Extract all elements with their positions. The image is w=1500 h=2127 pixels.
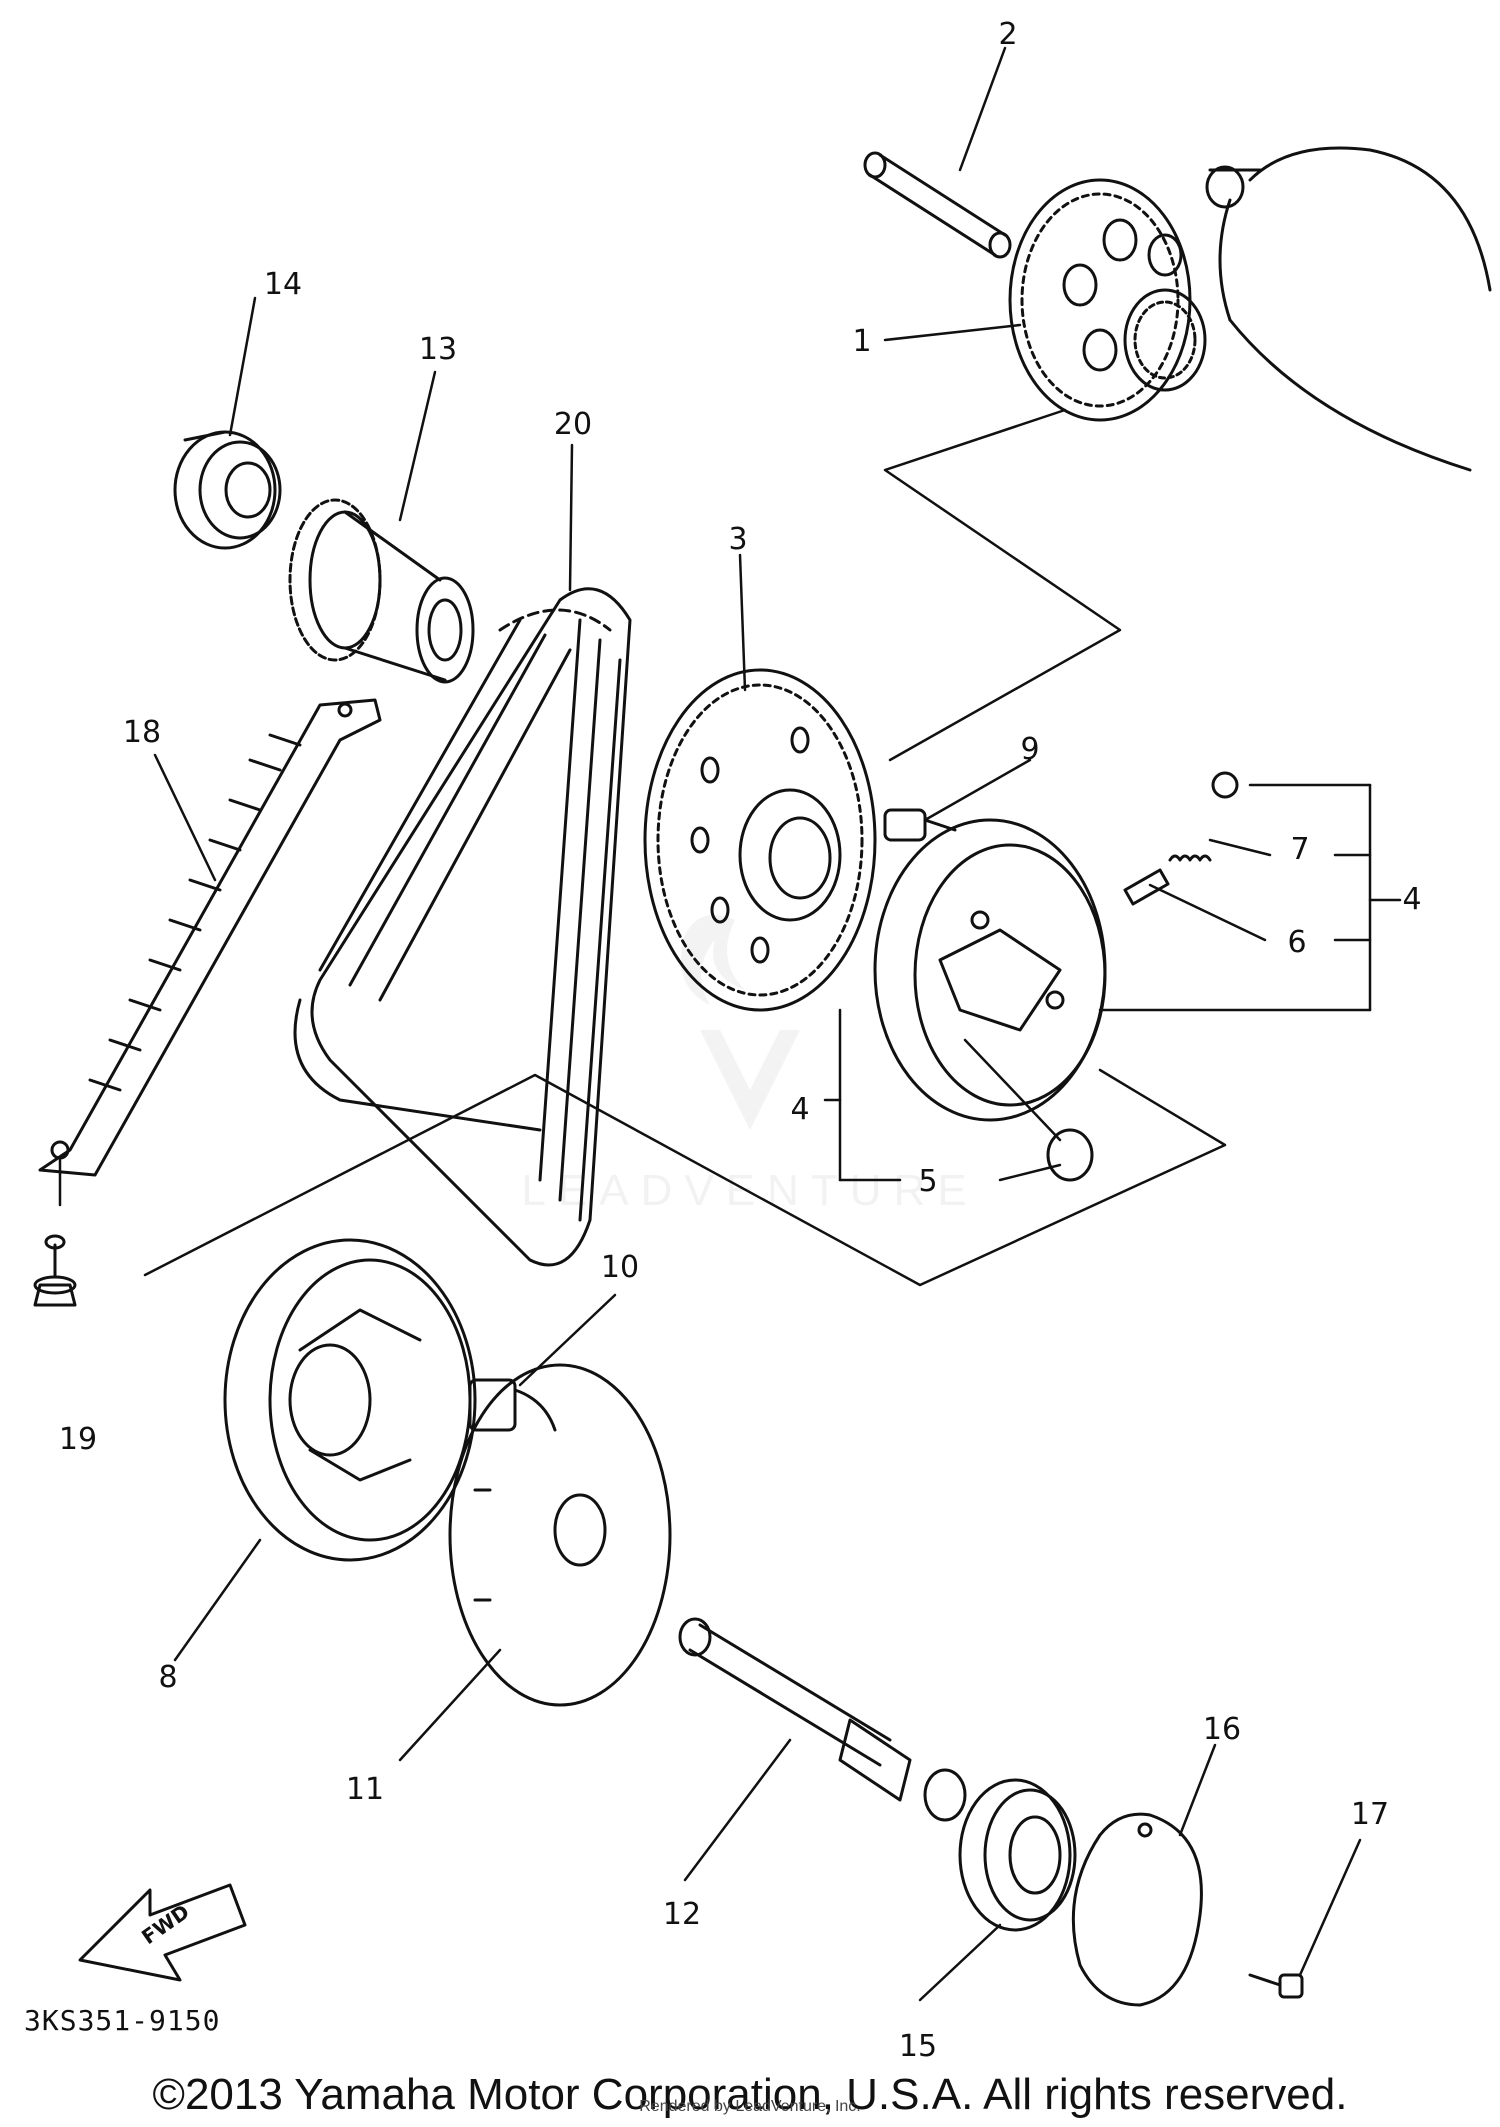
leader-lines: [58, 46, 1402, 2002]
callout-6: 6: [1287, 925, 1307, 960]
callout-4-lower: 4: [790, 1092, 810, 1127]
retaining-plate-part-16: [1071, 1812, 1203, 2007]
callout-16: 16: [1202, 1712, 1242, 1747]
drive-chain-part-20: [293, 587, 632, 1267]
callout-19: 19: [58, 1422, 98, 1457]
diagram-part-code: 3KS351-9150: [24, 2004, 221, 2037]
bearing-part-15: [958, 1778, 1077, 1932]
bolt-part-19: [33, 1234, 77, 1307]
bolt-part-9: [883, 808, 957, 842]
callout-9: 9: [1020, 732, 1040, 767]
callout-1: 1: [852, 324, 872, 359]
callout-3: 3: [728, 522, 748, 557]
idler-gear-part-1: [1008, 178, 1207, 422]
callout-15: 15: [898, 2029, 938, 2064]
plate-part-11: [448, 1363, 672, 1707]
callout-13: 12: [662, 1897, 702, 1932]
plunger-part-6: [1123, 868, 1170, 906]
callout-7: 7: [1290, 832, 1310, 867]
callout-4-upper: 4: [1402, 882, 1422, 917]
callout-14: 14: [263, 267, 303, 302]
callout-8: 8: [158, 1660, 178, 1695]
shaft-pin-part-2: [863, 151, 1012, 259]
leadventure-watermark: LEADVENTURE: [521, 915, 978, 1215]
roller-part-5: [1046, 1128, 1094, 1182]
screw-part-17: [1248, 1973, 1304, 1999]
rendered-by-note: Rendered by LeadVenture, Inc.: [639, 2098, 861, 2115]
bearing-part-14: [173, 430, 282, 550]
callout-10: 10: [600, 1250, 640, 1285]
watermark-text: LEADVENTURE: [521, 1166, 978, 1215]
starter-shaft-part-13: [678, 1617, 967, 1822]
clutch-outer-part-8: [223, 1238, 477, 1562]
callout-18: 18: [122, 715, 162, 750]
callout-5: 5: [918, 1164, 938, 1199]
clutch-roller-part-10: [468, 1378, 557, 1432]
starter-clutch-part-4: [873, 818, 1107, 1122]
callout-20: 20: [553, 407, 593, 442]
chain-guide-part-18: [38, 698, 382, 1177]
driven-gear-part-12: [288, 498, 475, 684]
callout-11: 11: [345, 1772, 385, 1807]
starter-wheel-gear-part-3: [643, 668, 877, 1012]
spring-part-7: [1168, 771, 1239, 862]
callout-12: 13: [418, 332, 458, 367]
exploded-view-guide-lines: [143, 408, 1227, 1287]
fwd-label: FWD: [137, 1899, 194, 1949]
callout-2: 2: [998, 17, 1018, 52]
starter-motor-housing: [1205, 146, 1492, 472]
forward-direction-arrow: FWD: [78, 1883, 247, 1982]
callout-17: 17: [1350, 1797, 1390, 1832]
copyright-notice: ©2013 Yamaha Motor Corporation, U.S.A. A…: [152, 2070, 1348, 2119]
